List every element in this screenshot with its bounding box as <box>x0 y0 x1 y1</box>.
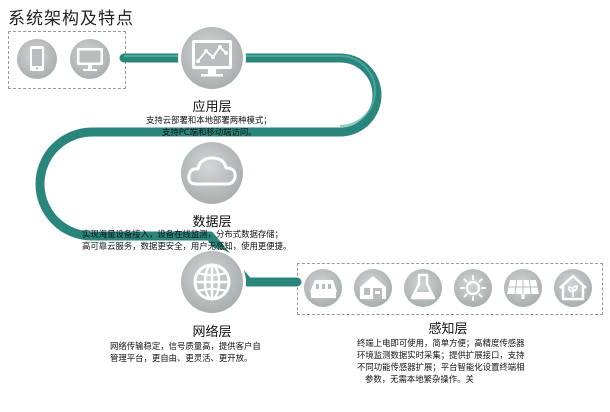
sun-sensor-icon <box>454 269 492 307</box>
barn-icon <box>304 269 342 307</box>
analytics-monitor-icon <box>178 24 246 92</box>
layer-label-data: 数据层 <box>192 215 232 230</box>
solar-panel-icon <box>504 269 542 307</box>
layer-label-application: 应用层 <box>192 100 232 115</box>
page-title: 系统架构及特点 <box>8 9 134 29</box>
greenhouse-shed-icon <box>354 269 392 307</box>
sensor-box <box>297 263 603 315</box>
layer-label-network: 网络层 <box>192 325 232 340</box>
monitor-icon <box>70 39 110 79</box>
layer-desc-application: 支持云部署和本地部署两种模式； 支持PC端和移动端访问。 <box>146 115 272 137</box>
layer-label-perception: 感知层 <box>428 322 468 337</box>
layer-desc-network: 网络传输稳定，信号质量高，提供客户自 管理平台，更自由、更灵活、更开放。 <box>110 341 261 363</box>
layer-desc-perception: 终端上电即可使用，简单方便；高精度传感器 环境监测数据实时采集；提供扩展接口，支… <box>357 338 525 384</box>
smart-home-icon <box>554 269 592 307</box>
globe-network-icon <box>178 248 246 316</box>
layer-desc-data: 实现海量设备接入，设备在线监测，分布式数据存储； 高可靠云服务，数据更安全，用户… <box>82 229 292 251</box>
mobile-phone-icon <box>17 39 57 79</box>
cloud-icon <box>178 139 246 207</box>
lab-flask-icon <box>404 269 442 307</box>
